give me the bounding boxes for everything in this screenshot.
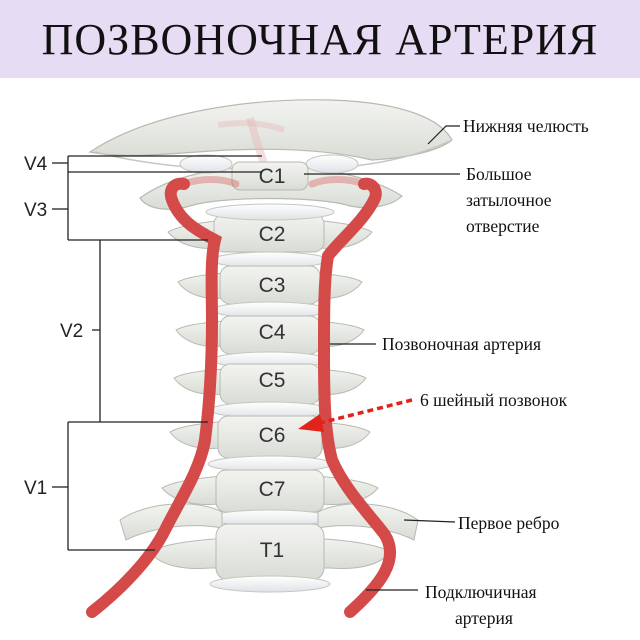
vertebra-c1 (139, 154, 403, 210)
segment-label-v2: V2 (60, 321, 83, 342)
label-foramen-line1: Большое (466, 164, 532, 184)
leader-lines (304, 125, 460, 591)
label-vertebral-artery: Позвоночная артерия (382, 334, 541, 354)
vertebra-label-c2: C2 (259, 223, 286, 246)
segment-label-v3: V3 (24, 200, 47, 221)
segment-label-v4: V4 (24, 154, 48, 175)
right-subclavian-artery (318, 177, 396, 618)
label-mandible: Нижняя челюсть (463, 116, 589, 136)
vertebra-label-c1: C1 (259, 165, 286, 188)
page-title: ПОЗВОНОЧНАЯ АРТЕРИЯ (41, 15, 599, 64)
vertebra-label-t1: T1 (260, 539, 285, 562)
label-first-rib: Первое ребро (458, 513, 560, 533)
c6-arrow (298, 398, 413, 432)
vertebra-label-c4: C4 (259, 321, 286, 344)
label-sixth-vertebra: 6 шейный позвонок (420, 390, 568, 410)
vertebra-label-c5: C5 (259, 369, 286, 392)
vertebral-arteries (86, 176, 396, 618)
vertebra-label-c7: C7 (259, 478, 286, 501)
vertebra-label-c6: C6 (259, 424, 286, 447)
label-foramen-line3: отверстие (466, 216, 540, 236)
segment-label-v1: V1 (24, 478, 47, 499)
title-banner (0, 0, 640, 78)
label-foramen-line2: затылочное (466, 190, 552, 210)
label-subclavian-line1: Подключичная (425, 582, 537, 602)
left-subclavian-artery (86, 177, 222, 618)
segment-brackets (52, 155, 262, 551)
vertebra-label-c3: C3 (259, 274, 286, 297)
cervical-column (119, 203, 419, 593)
label-subclavian-line2: артерия (455, 608, 513, 628)
